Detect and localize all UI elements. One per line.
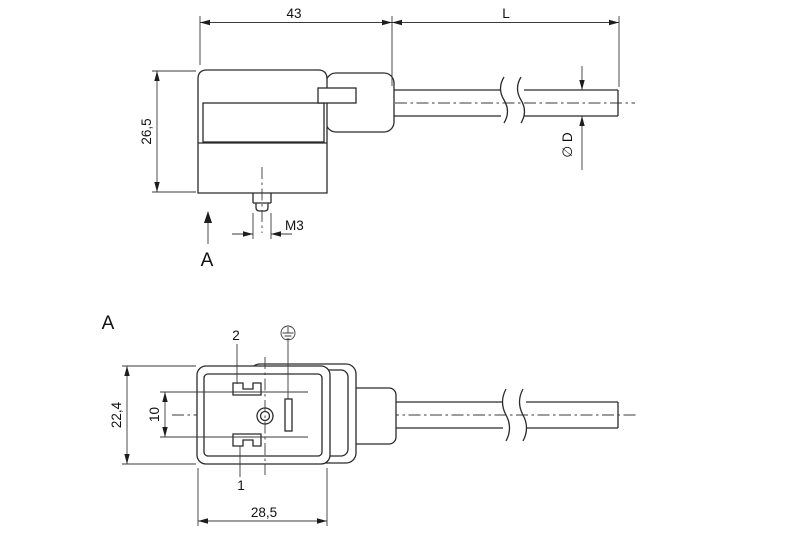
dim-connector-width: 43	[199, 6, 393, 86]
break-mark	[518, 388, 528, 442]
view-direction-arrow: A	[201, 211, 214, 271]
arrowhead-icon	[198, 518, 208, 524]
arrowhead-icon	[162, 427, 168, 437]
dim-text-22-4: 22,4	[109, 401, 124, 428]
body-inset-panel	[202, 102, 325, 143]
dim-text-10: 10	[147, 407, 162, 422]
cable-outline	[394, 89, 619, 117]
arrowhead-icon	[124, 454, 130, 464]
cable-front	[172, 388, 638, 442]
arrowhead-icon	[579, 80, 585, 90]
break-mark	[516, 76, 526, 124]
pin-axis-lines	[160, 391, 308, 438]
dim-text-26-5: 26,5	[139, 118, 154, 144]
dim-lines	[197, 468, 328, 526]
cable-outline	[396, 401, 619, 429]
view-arrowhead-icon	[204, 211, 212, 223]
dim-housing-width: 28,5	[197, 468, 328, 526]
latch-tab	[317, 87, 357, 104]
dim-pin-spacing: 10	[147, 392, 168, 437]
dim-lines	[199, 16, 393, 86]
front-view: A 2 1	[102, 313, 638, 526]
arrowhead-icon	[162, 392, 168, 402]
arrowhead-icon	[200, 19, 210, 26]
arrowhead-icon	[317, 518, 327, 524]
arrowhead-icon	[124, 366, 130, 376]
dim-body-height: 26,5	[139, 70, 196, 193]
dim-text-43: 43	[286, 6, 301, 21]
dim-text-m3: M3	[285, 218, 304, 233]
pin-2-label: 2	[232, 328, 240, 343]
arrowhead-icon	[579, 116, 585, 126]
dim-lines	[232, 213, 292, 239]
dim-lines	[122, 365, 196, 465]
break-mark	[501, 388, 511, 442]
dim-cable-length: L	[392, 6, 620, 87]
view-arrow-label: A	[201, 250, 214, 271]
pin-1-label: 1	[237, 478, 245, 493]
earth-contact-slot	[284, 398, 293, 432]
dim-text-diameter: ∅ D	[560, 132, 575, 158]
dim-text-L: L	[502, 6, 510, 21]
stud-outline	[252, 193, 272, 212]
arrowhead-icon	[271, 231, 281, 237]
arrowhead-icon	[154, 182, 160, 192]
arrowhead-icon	[392, 19, 402, 26]
dim-cable-diameter: ∅ D	[560, 66, 585, 170]
dim-housing-height: 22,4	[109, 365, 196, 465]
front-view-label: A	[102, 313, 115, 334]
pin-1-callout: 1	[237, 446, 245, 493]
dim-lines	[392, 16, 620, 87]
dim-thread-m3: M3	[232, 213, 304, 239]
earth-glyph	[282, 327, 294, 340]
arrowhead-icon	[609, 19, 619, 26]
break-mark	[499, 76, 509, 124]
side-view: 43 L 26,5 ∅ D M3	[139, 6, 635, 271]
arrowhead-icon	[243, 231, 253, 237]
pin-2-callout: 2	[232, 328, 240, 384]
arrowhead-icon	[382, 19, 392, 26]
dim-text-28-5: 28,5	[251, 505, 277, 520]
earth-circle	[280, 325, 296, 341]
cable-side	[352, 76, 635, 124]
arrowhead-icon	[154, 71, 160, 81]
screw-stud	[252, 167, 272, 233]
earth-ground-icon	[280, 325, 296, 399]
dim-lines	[152, 70, 196, 193]
